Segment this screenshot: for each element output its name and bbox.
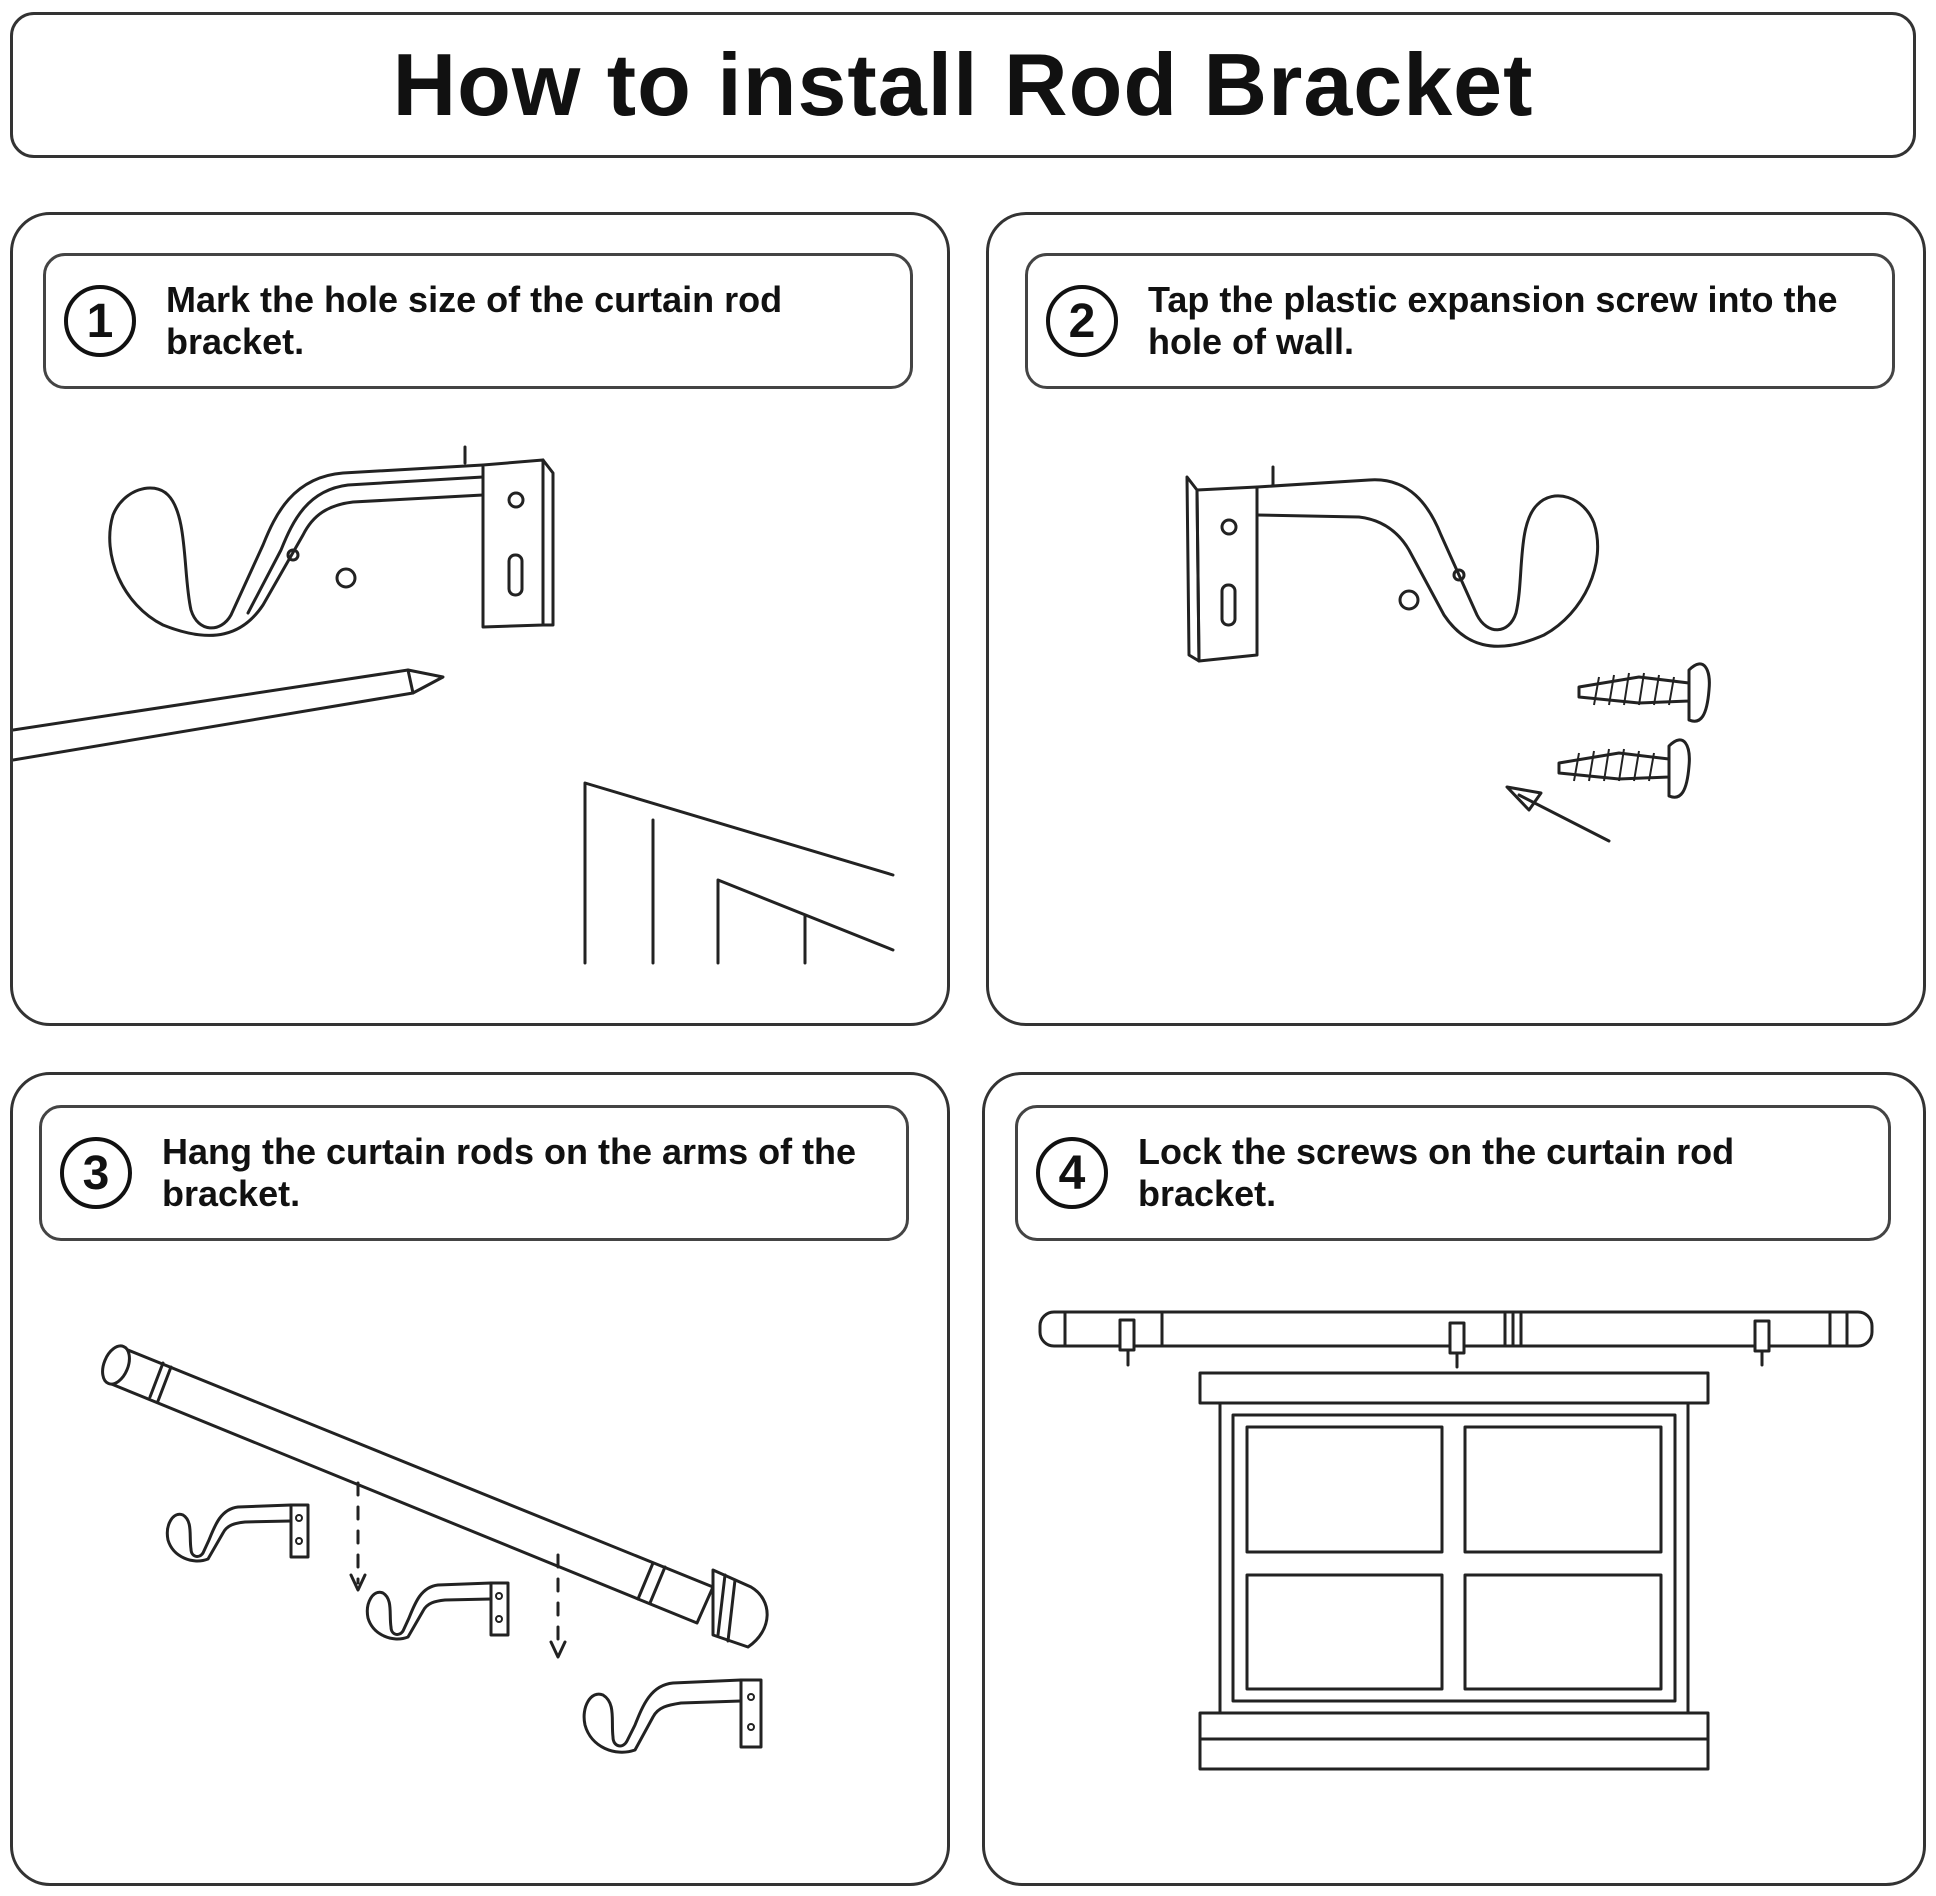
step-text-4: Lock the screws on the curtain rod brack… [1138, 1131, 1735, 1214]
expansion-screw-icon [1557, 662, 1711, 799]
step-caption-2: 2 Tap the plastic expansion screw into t… [1025, 253, 1895, 389]
step-caption-3: 3 Hang the curtain rods on the arms of t… [39, 1105, 909, 1241]
step-2-illustration [1185, 465, 1711, 843]
window-icon [1198, 1371, 1710, 1771]
step-caption-4: 4 Lock the screws on the curtain rod bra… [1015, 1105, 1891, 1241]
curtain-rod-bracket-icon [1185, 465, 1600, 663]
step-3-illustration [101, 1344, 769, 1754]
page-title: How to install Rod Bracket [392, 35, 1534, 134]
step-4-illustration [1038, 1310, 1874, 1771]
arrow-icon [1505, 785, 1611, 843]
step-text-1: Mark the hole size of the curtain rod br… [166, 279, 783, 362]
step-panel-4: 4 Lock the screws on the curtain rod bra… [982, 1072, 1926, 1886]
step-panel-1: 1 Mark the hole size of the curtain rod … [10, 212, 950, 1026]
step-number-2: 2 [1046, 285, 1118, 357]
step-panel-2: 2 Tap the plastic expansion screw into t… [986, 212, 1926, 1026]
step-number-1: 1 [64, 285, 136, 357]
step-1-illustration [13, 445, 895, 965]
step-number-3: 3 [60, 1137, 132, 1209]
step-text-3: Hang the curtain rods on the arms of the… [162, 1131, 857, 1214]
step-caption-1: 1 Mark the hole size of the curtain rod … [43, 253, 913, 389]
curtain-rod-bracket-icon [108, 445, 555, 637]
title-banner: How to install Rod Bracket [10, 12, 1916, 158]
curtain-rod-bracket-icon [582, 1678, 763, 1754]
curtain-rod-bracket-icon [365, 1581, 510, 1641]
step-text-2: Tap the plastic expansion screw into the… [1148, 279, 1838, 362]
step-panel-3: 3 Hang the curtain rods on the arms of t… [10, 1072, 950, 1886]
curtain-rod-icon [1038, 1310, 1874, 1369]
step-number-4: 4 [1036, 1137, 1108, 1209]
pencil-icon [13, 668, 445, 762]
curtain-rod-bracket-icon [165, 1503, 310, 1563]
curtain-rod-icon [101, 1344, 769, 1649]
window-frame-icon [583, 781, 895, 965]
